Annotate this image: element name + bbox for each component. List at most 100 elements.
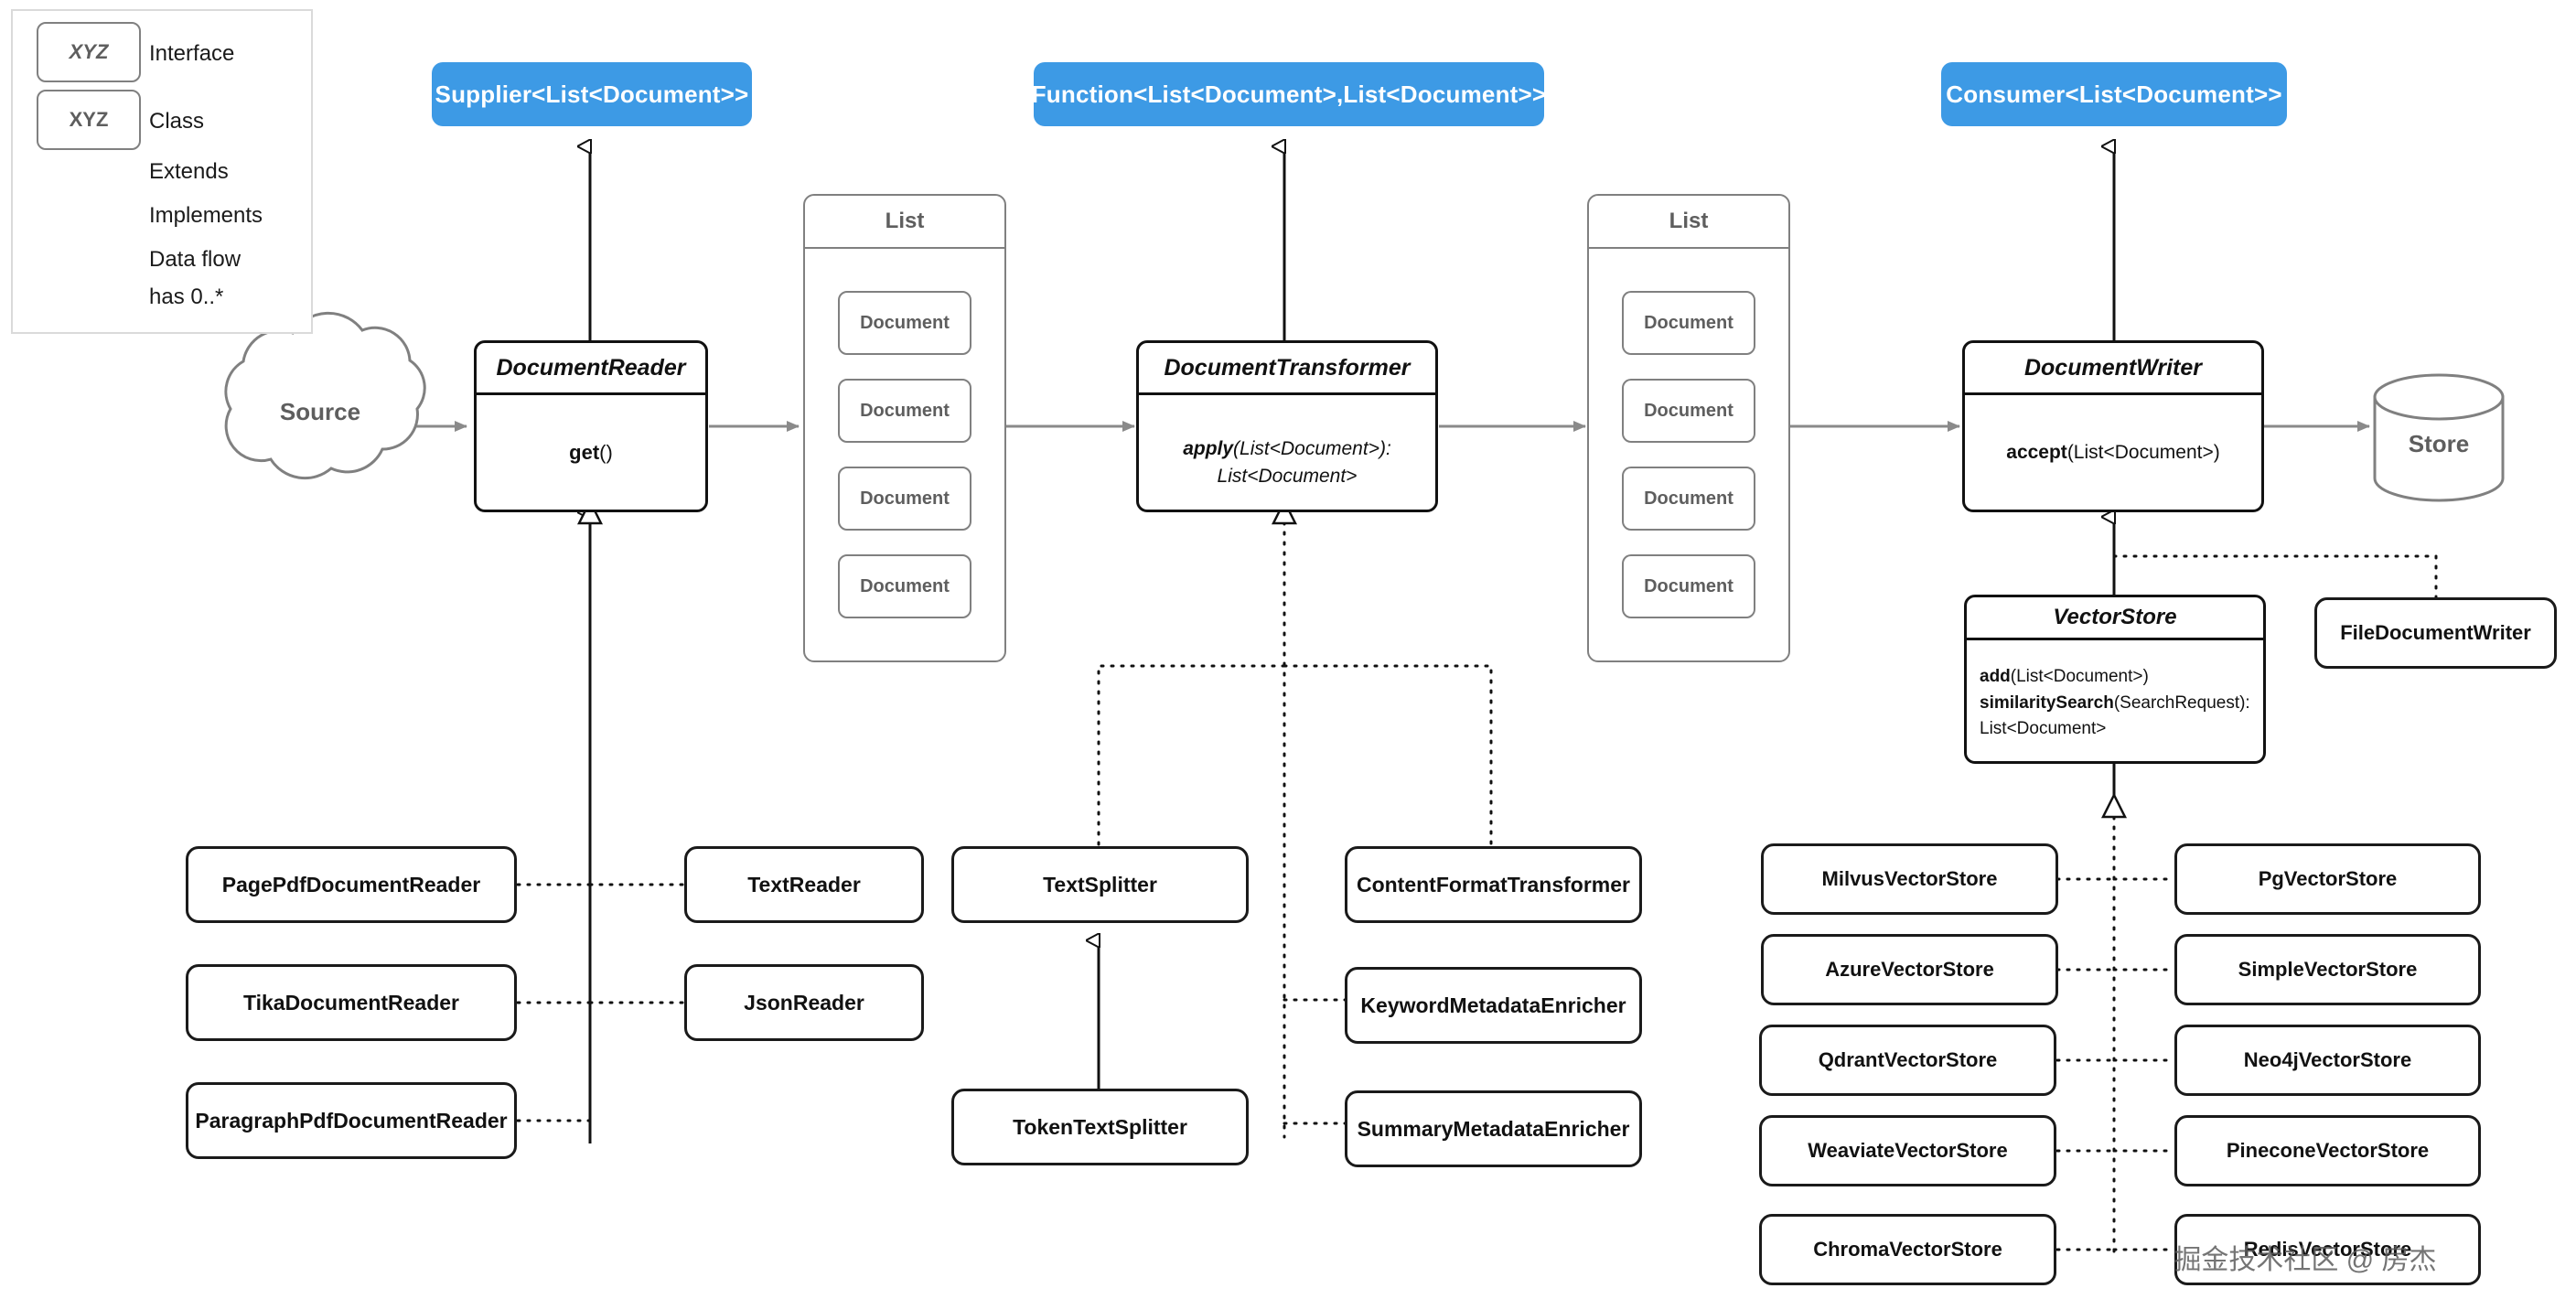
class-label: MilvusVectorStore (1821, 867, 1998, 890)
document-label: Document (1644, 575, 1733, 596)
class-json-reader[interactable]: JsonReader (684, 964, 924, 1041)
list-item: Document (838, 554, 971, 618)
list-container-2: List Document Document Document Document (1587, 194, 1790, 662)
list-container-2-title: List (1589, 196, 1788, 249)
interface-document-reader-title: DocumentReader (477, 343, 705, 395)
class-label: SummaryMetadataEnricher (1357, 1116, 1630, 1141)
class-label: TokenTextSplitter (1013, 1114, 1187, 1139)
class-qdrant-vector-store[interactable]: QdrantVectorStore (1759, 1025, 2056, 1096)
interface-document-writer-title: DocumentWriter (1965, 343, 2261, 395)
list-1-title-text: List (885, 209, 925, 233)
legend-interface-chip-label: XYZ (69, 40, 109, 63)
member-name: accept (2006, 441, 2067, 463)
legend-class-chip: XYZ (37, 90, 141, 150)
list-item: Document (1622, 379, 1755, 443)
member-signature: (SearchRequest): (2113, 692, 2250, 713)
legend-row-implements: Implements (149, 203, 263, 229)
class-simple-vector-store[interactable]: SimpleVectorStore (2174, 934, 2481, 1005)
list-item: Document (1622, 291, 1755, 355)
member-name: apply (1183, 438, 1234, 459)
member-signature: (List<Document>): (1233, 438, 1391, 459)
class-label: TextSplitter (1043, 872, 1157, 896)
legend-row-interface: Interface (149, 41, 234, 67)
list-item: Document (838, 291, 971, 355)
class-label: JsonReader (744, 990, 864, 1015)
class-azure-vector-store[interactable]: AzureVectorStore (1761, 934, 2058, 1005)
interface-document-writer[interactable]: DocumentWriter accept(List<Document>) (1962, 340, 2264, 512)
class-pinecone-vector-store[interactable]: PineconeVectorStore (2174, 1115, 2481, 1186)
functional-interface-function[interactable]: Function<List<Document>,List<Document>> (1032, 62, 1546, 126)
list-2-title-text: List (1669, 209, 1709, 233)
class-paragraph-pdf-document-reader[interactable]: ParagraphPdfDocumentReader (186, 1082, 517, 1159)
member-signature-cont: List<Document> (1980, 719, 2107, 738)
class-label: PagePdfDocumentReader (221, 872, 481, 896)
class-label: WeaviateVectorStore (1808, 1139, 2008, 1162)
class-pg-vector-store[interactable]: PgVectorStore (2174, 843, 2481, 915)
source-label: Source (231, 398, 410, 426)
class-label: PineconeVectorStore (2226, 1139, 2430, 1162)
document-label: Document (1644, 488, 1733, 509)
member-signature-cont: List<Document> (1217, 466, 1358, 488)
class-milvus-vector-store[interactable]: MilvusVectorStore (1761, 843, 2058, 915)
interface-document-transformer-members: apply(List<Document>): List<Document> (1139, 395, 1435, 510)
interface-vector-store[interactable]: VectorStore add(List<Document>) similari… (1964, 595, 2266, 764)
class-page-pdf-document-reader[interactable]: PagePdfDocumentReader (186, 846, 517, 923)
class-keyword-metadata-enricher[interactable]: KeywordMetadataEnricher (1345, 967, 1642, 1044)
list-item: Document (838, 467, 971, 531)
class-chroma-vector-store[interactable]: ChromaVectorStore (1759, 1214, 2056, 1285)
interface-document-writer-members: accept(List<Document>) (1965, 395, 2261, 510)
class-summary-metadata-enricher[interactable]: SummaryMetadataEnricher (1345, 1090, 1642, 1167)
legend-label-class: Class (149, 109, 205, 134)
document-label: Document (860, 312, 950, 333)
legend-row-class: Class (149, 109, 204, 134)
class-tika-document-reader[interactable]: TikaDocumentReader (186, 964, 517, 1041)
class-label: KeywordMetadataEnricher (1360, 993, 1626, 1017)
functional-interface-consumer[interactable]: Consumer<List<Document>> (1941, 62, 2287, 126)
document-label: Document (860, 575, 950, 596)
class-label: ChromaVectorStore (1813, 1238, 2002, 1261)
list-item: Document (1622, 467, 1755, 531)
document-label: Document (1644, 400, 1733, 421)
member-signature: (List<Document>) (2010, 667, 2149, 686)
class-text-splitter[interactable]: TextSplitter (951, 846, 1249, 923)
class-label: TextReader (747, 872, 861, 896)
list-container-1-title: List (805, 196, 1004, 249)
class-redis-vector-store[interactable]: RedisVectorStore (2174, 1214, 2481, 1285)
list-container-2-items: Document Document Document Document (1589, 249, 1788, 660)
document-label: Document (1644, 312, 1733, 333)
list-container-1: List Document Document Document Document (803, 194, 1006, 662)
interface-title-text: VectorStore (2053, 605, 2177, 629)
class-neo4j-vector-store[interactable]: Neo4jVectorStore (2174, 1025, 2481, 1096)
legend-label-data-flow: Data flow (149, 247, 242, 272)
class-content-format-transformer[interactable]: ContentFormatTransformer (1345, 846, 1642, 923)
interface-document-transformer[interactable]: DocumentTransformer apply(List<Document>… (1136, 340, 1438, 512)
class-label: AzureVectorStore (1825, 958, 1994, 981)
store-label-text: Store (2408, 430, 2470, 457)
member-name: similaritySearch (1980, 692, 2114, 713)
legend-interface-chip: XYZ (37, 22, 141, 82)
document-label: Document (860, 400, 950, 421)
class-text-reader[interactable]: TextReader (684, 846, 924, 923)
list-container-1-items: Document Document Document Document (805, 249, 1004, 660)
class-label: PgVectorStore (2258, 867, 2398, 890)
member-signature: () (599, 440, 613, 464)
class-file-document-writer[interactable]: FileDocumentWriter (2314, 597, 2557, 669)
class-label: ContentFormatTransformer (1356, 872, 1631, 896)
functional-interface-supplier-label: Supplier<List<Document>> (435, 80, 749, 108)
interface-document-reader[interactable]: DocumentReader get() (474, 340, 708, 512)
class-token-text-splitter[interactable]: TokenTextSplitter (951, 1089, 1249, 1165)
interface-title-text: DocumentWriter (2023, 354, 2202, 381)
class-label: FileDocumentWriter (2340, 621, 2531, 644)
list-item: Document (838, 379, 971, 443)
functional-interface-supplier[interactable]: Supplier<List<Document>> (432, 62, 752, 126)
interface-document-transformer-title: DocumentTransformer (1139, 343, 1435, 395)
watermark-text: 掘金技术社区 @ 房杰 (2174, 1245, 2437, 1275)
legend-row-extends: Extends (149, 159, 229, 185)
class-weaviate-vector-store[interactable]: WeaviateVectorStore (1759, 1115, 2056, 1186)
interface-title-text: DocumentTransformer (1164, 354, 1411, 381)
class-label: RedisVectorStore (2243, 1238, 2412, 1261)
member-name: get (569, 440, 600, 464)
interface-vector-store-members: add(List<Document>) similaritySearch(Sea… (1967, 640, 2263, 761)
class-label: ParagraphPdfDocumentReader (195, 1108, 508, 1133)
